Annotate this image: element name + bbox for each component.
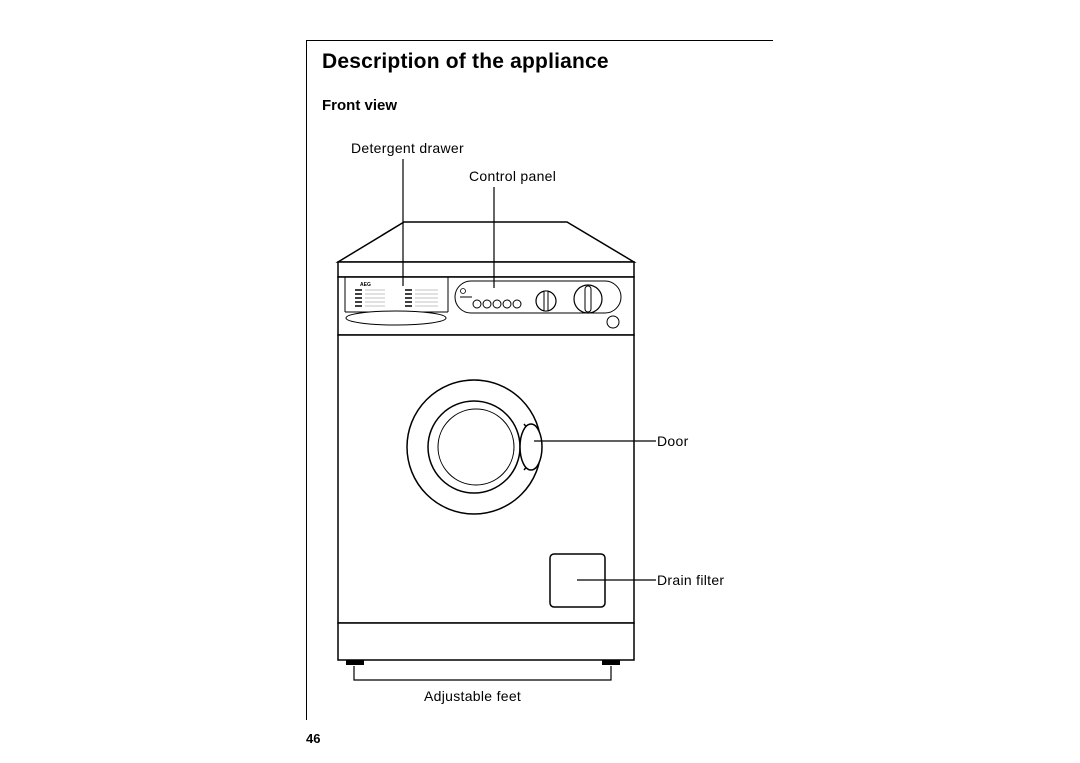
brand-logo: AEG (360, 282, 371, 288)
adjustable-feet-label: Adjustable feet (424, 688, 522, 704)
drain-filter-label: Drain filter (657, 572, 725, 588)
page-number: 46 (306, 731, 321, 746)
page-title: Description of the appliance (322, 50, 609, 73)
frame-top-rule (306, 40, 773, 41)
foot-left (346, 660, 364, 665)
frame-left-rule (306, 40, 307, 720)
control-panel-label: Control panel (469, 168, 557, 184)
machine-lid (335, 221, 637, 263)
detergent-drawer (344, 277, 449, 326)
foot-right (602, 660, 620, 665)
detergent-drawer-label: Detergent drawer (351, 140, 464, 156)
door-label: Door (657, 433, 689, 449)
control-panel (454, 280, 622, 314)
adjustable-feet-bracket (353, 666, 612, 681)
machine-top-strip (337, 261, 635, 278)
section-heading: Front view (322, 97, 398, 114)
door (406, 379, 543, 515)
indicator-knob (606, 315, 620, 329)
machine-plinth (337, 622, 635, 661)
